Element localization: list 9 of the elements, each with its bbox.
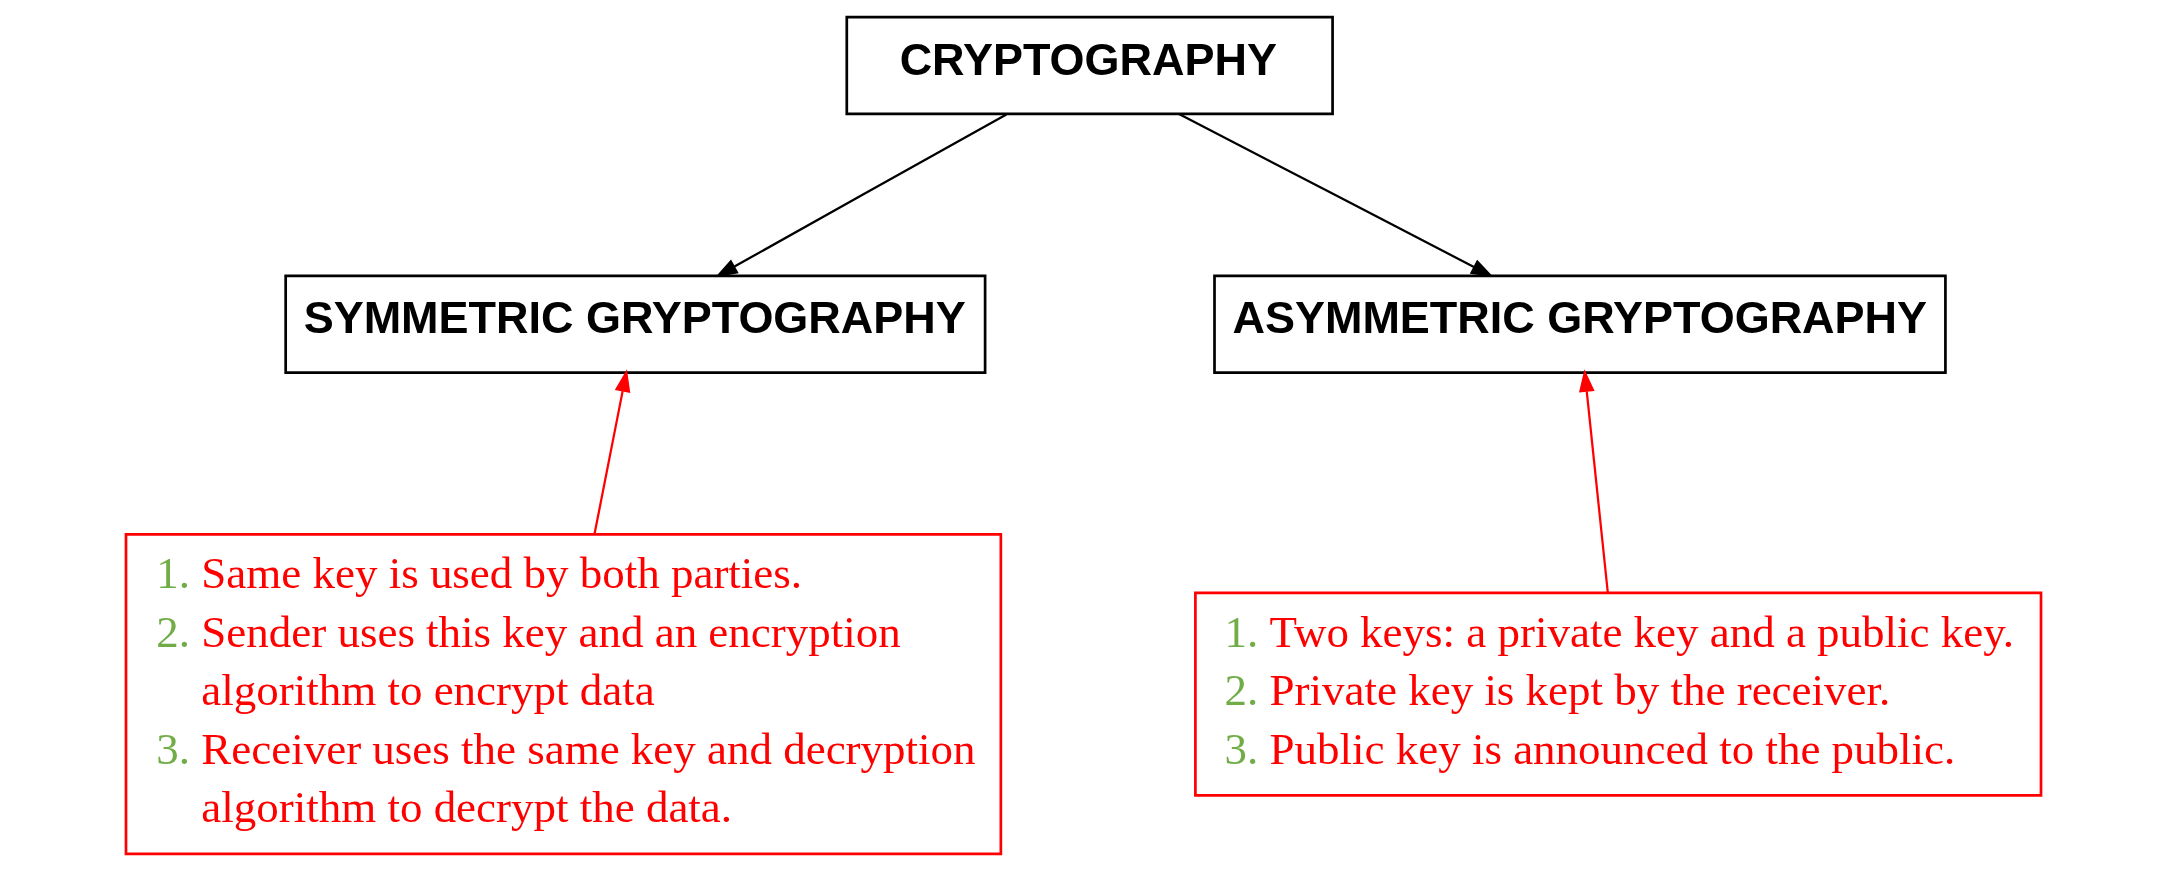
arrow [1178, 113, 1493, 278]
arrow [714, 113, 1007, 278]
node-box: CRYPTOGRAPHY [844, 15, 1334, 116]
node-box: 1. Same key is used by both parties. 2. Sender uses this key and an encryption algorithm to encrypt data 3. Receiver uses the same key and decryption algorithm to decrypt the data. [124, 533, 1002, 856]
node-box: SYMMETRIC GRYPTOGRAPHY [283, 274, 986, 374]
node-box: ASYMMETRIC GRYPTOGRAPHY [1212, 274, 1947, 374]
arrow [1578, 369, 1609, 593]
node-box: 1. Two keys: a private key and a public key. 2. Private key is kept by the receiver. 3. Public key is announced to the public. [1193, 591, 2042, 797]
arrow [592, 369, 630, 535]
